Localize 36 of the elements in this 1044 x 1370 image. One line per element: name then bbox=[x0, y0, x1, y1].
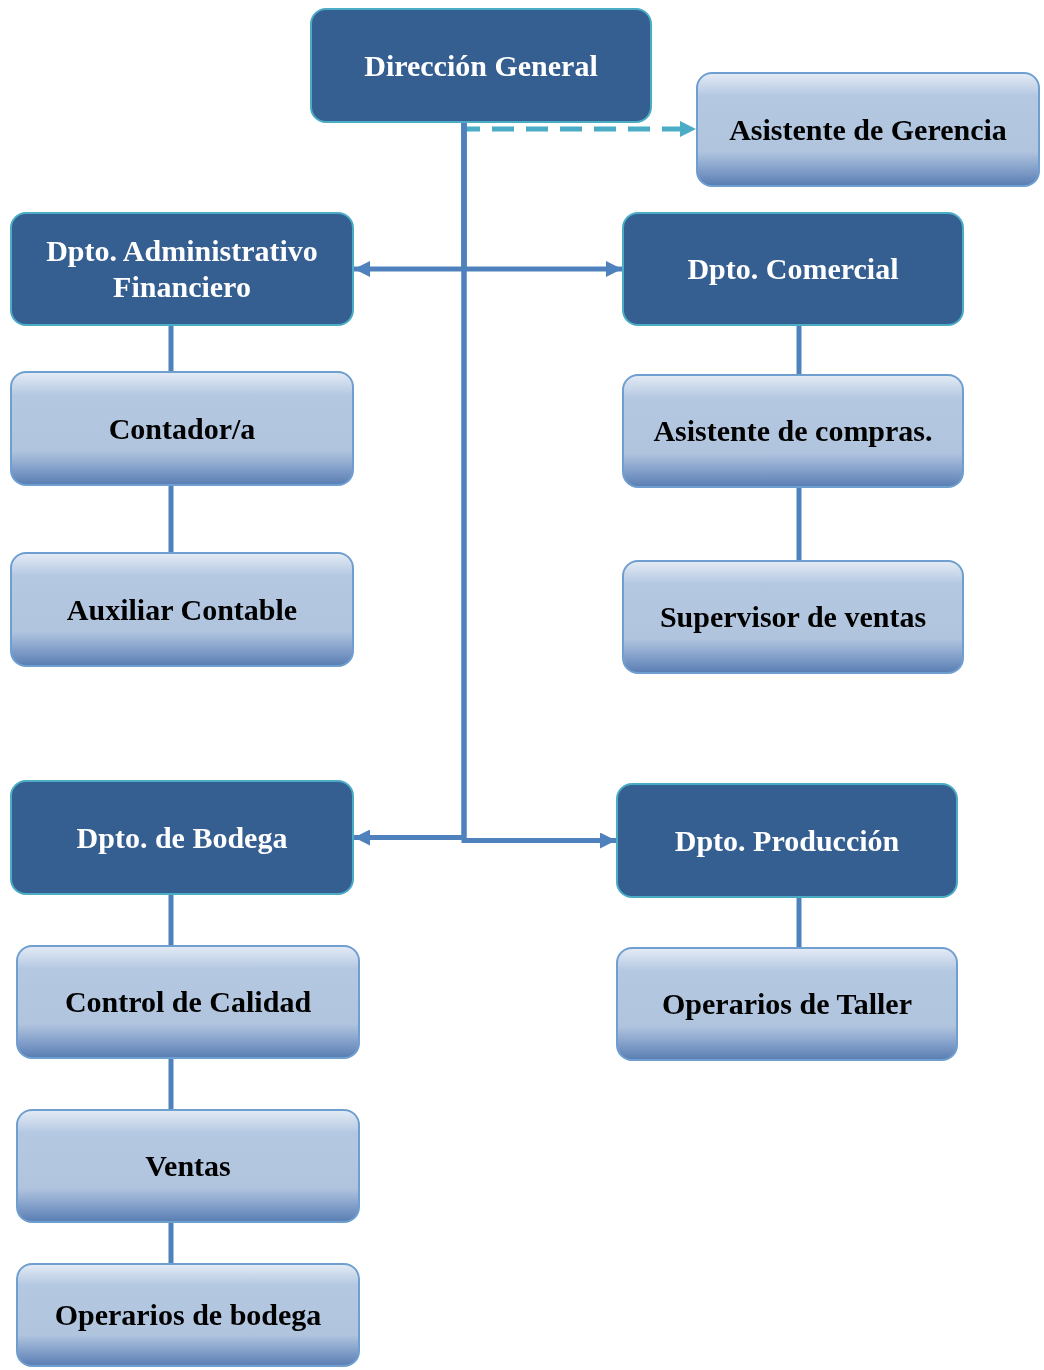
node-label: Supervisor de ventas bbox=[659, 599, 927, 635]
department-box bbox=[616, 783, 958, 898]
node-label: Operarios de bodega bbox=[54, 1297, 322, 1333]
position-box bbox=[622, 560, 964, 674]
department-box bbox=[310, 8, 652, 123]
position-box bbox=[622, 374, 964, 488]
node-label: Dpto. Producción bbox=[674, 822, 900, 859]
connector-line bbox=[796, 898, 802, 947]
node-label: Ventas bbox=[145, 1148, 231, 1184]
node-label: Dpto. de Bodega bbox=[76, 819, 288, 856]
position-box bbox=[696, 72, 1040, 187]
node-label: Asistente de compras. bbox=[653, 413, 933, 449]
node-label: Dpto. Administrativo Financiero bbox=[45, 233, 319, 305]
department-box bbox=[10, 780, 354, 895]
department-box bbox=[622, 212, 964, 326]
connector-line bbox=[796, 326, 802, 374]
connector-line bbox=[168, 895, 174, 945]
node-label: Auxiliar Contable bbox=[66, 591, 298, 628]
connector-line bbox=[168, 486, 174, 552]
position-box bbox=[16, 1263, 360, 1367]
connector-line bbox=[796, 488, 802, 560]
node-label: Dpto. Comercial bbox=[687, 251, 899, 287]
node-label: Control de Calidad bbox=[64, 984, 312, 1020]
node-label: Operarios de Taller bbox=[662, 986, 912, 1022]
position-box bbox=[16, 945, 360, 1059]
connector-line bbox=[168, 326, 174, 371]
department-box bbox=[10, 212, 354, 326]
node-label: Asistente de Gerencia bbox=[729, 111, 1007, 148]
position-box bbox=[616, 947, 958, 1061]
node-label: Contador/a bbox=[108, 410, 256, 447]
position-box bbox=[10, 552, 354, 667]
position-box bbox=[10, 371, 354, 486]
connector-line bbox=[168, 1223, 174, 1263]
position-box bbox=[16, 1109, 360, 1223]
node-label: Dirección General bbox=[364, 47, 598, 84]
connector-line bbox=[168, 1059, 174, 1109]
